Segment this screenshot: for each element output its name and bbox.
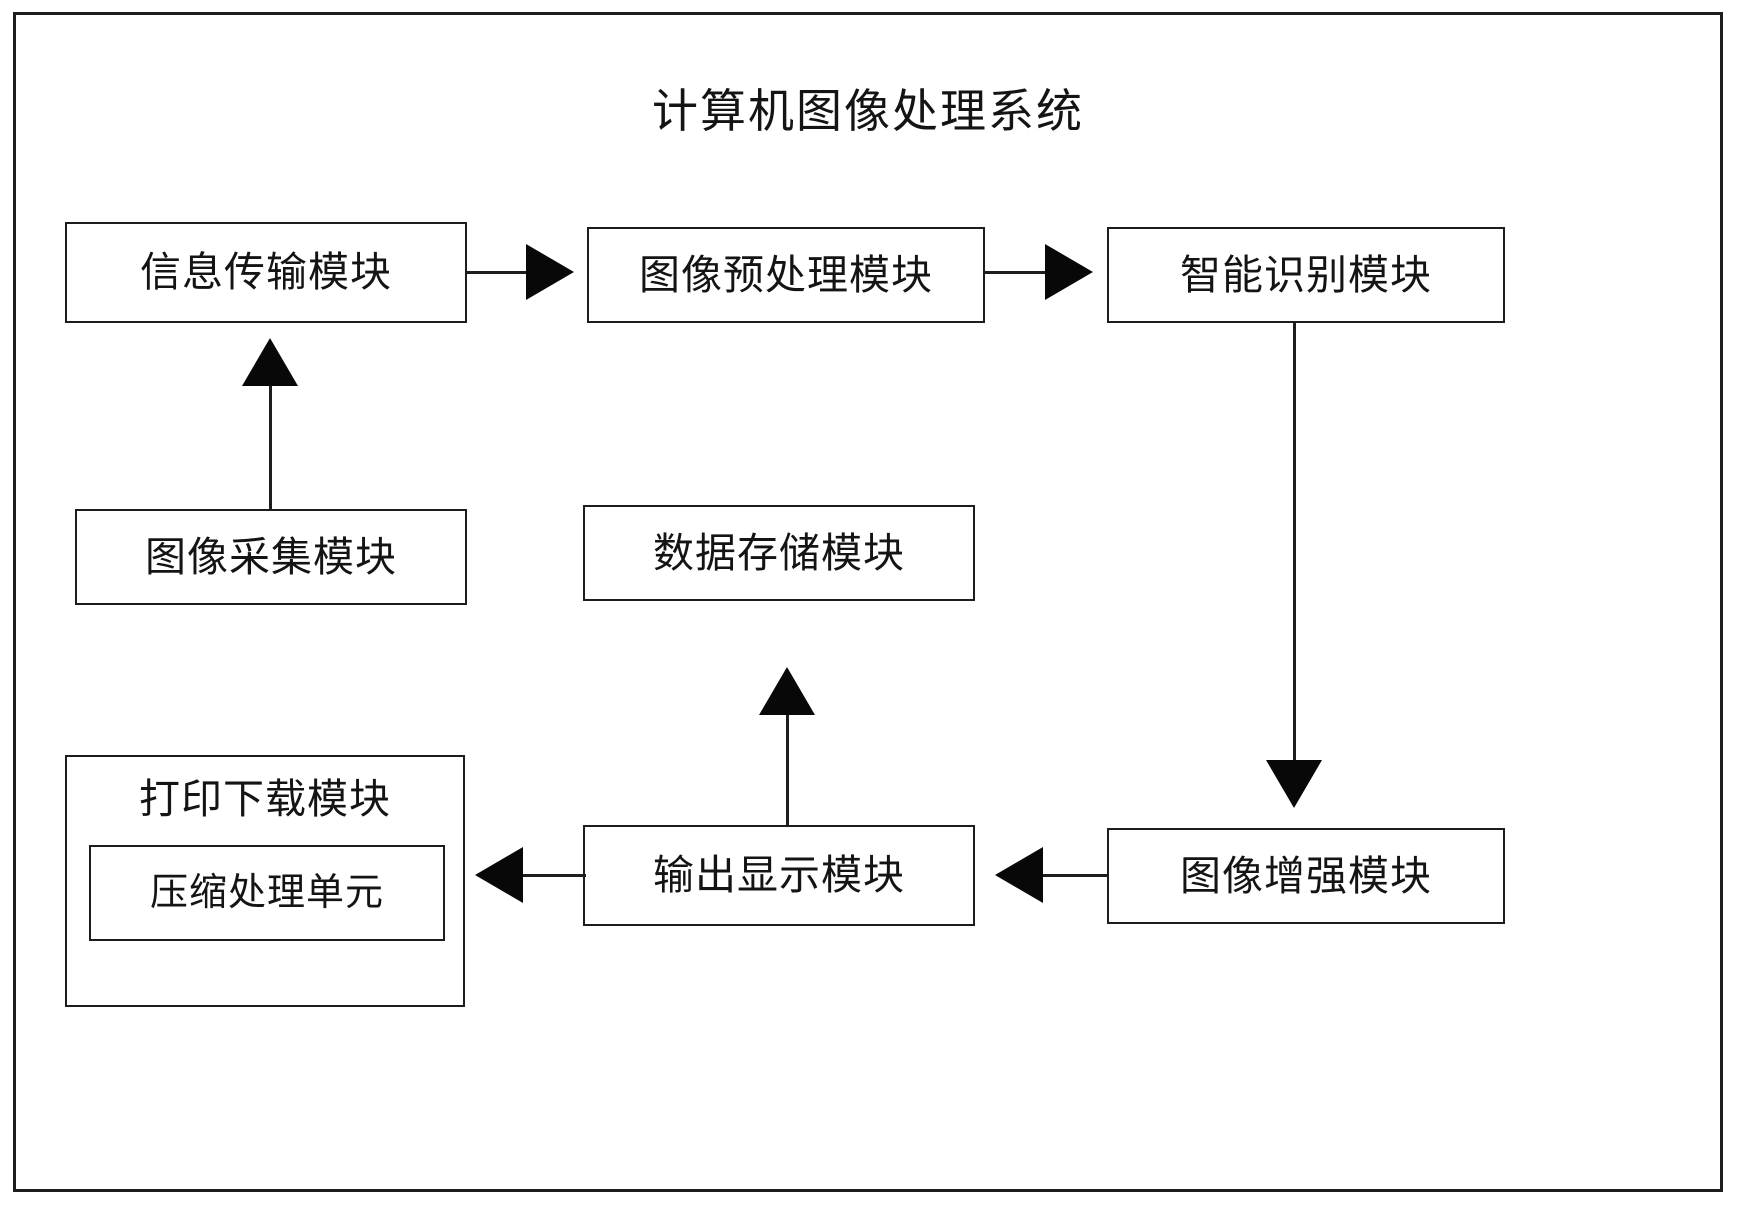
page-title: 计算机图像处理系统 bbox=[652, 86, 1084, 137]
node-image-capture-label: 图像采集模块 bbox=[145, 533, 397, 580]
node-image-preprocess[interactable]: 图像预处理模块 bbox=[587, 227, 985, 323]
edge-line-preprocess-to-recognition bbox=[985, 271, 1048, 274]
arrow-left-icon-enhancement-to-output bbox=[995, 847, 1043, 903]
arrow-right-icon-preprocess-to-recognition bbox=[1045, 244, 1093, 300]
node-compression-unit-label: 压缩处理单元 bbox=[149, 872, 384, 914]
arrow-right-icon-info-to-preprocess bbox=[526, 244, 574, 300]
edge-line-output-to-print bbox=[523, 874, 586, 877]
node-print-download[interactable]: 打印下载模块 压缩处理单元 bbox=[65, 755, 465, 1007]
node-info-transmission-label: 信息传输模块 bbox=[140, 249, 392, 295]
node-print-download-label: 打印下载模块 bbox=[139, 776, 391, 822]
arrow-left-icon-output-to-print bbox=[475, 847, 523, 903]
edge-line-output-to-storage bbox=[786, 715, 789, 835]
node-image-capture[interactable]: 图像采集模块 bbox=[75, 509, 467, 605]
arrow-up-icon-capture-to-info bbox=[242, 338, 298, 386]
node-image-preprocess-label: 图像预处理模块 bbox=[639, 251, 933, 298]
node-image-enhancement-label: 图像增强模块 bbox=[1180, 852, 1432, 899]
node-output-display-label: 输出显示模块 bbox=[653, 852, 905, 898]
edge-line-info-to-preprocess bbox=[467, 271, 530, 274]
node-info-transmission[interactable]: 信息传输模块 bbox=[65, 222, 467, 323]
diagram-outer-frame: 计算机图像处理系统 信息传输模块 图像预处理模块 智能识别模块 图像采集模块 数… bbox=[13, 12, 1723, 1192]
node-compression-unit[interactable]: 压缩处理单元 bbox=[89, 845, 445, 941]
node-data-storage-label: 数据存储模块 bbox=[653, 529, 905, 576]
edge-line-capture-to-info bbox=[269, 385, 272, 510]
edge-line-enhancement-to-output bbox=[1043, 874, 1108, 877]
node-data-storage[interactable]: 数据存储模块 bbox=[583, 505, 975, 601]
arrow-up-icon-output-to-storage bbox=[759, 667, 815, 715]
edge-line-recognition-to-enhancement bbox=[1293, 323, 1296, 761]
node-intelligent-recognition[interactable]: 智能识别模块 bbox=[1107, 227, 1505, 323]
node-image-enhancement[interactable]: 图像增强模块 bbox=[1107, 828, 1505, 924]
node-output-display[interactable]: 输出显示模块 bbox=[583, 825, 975, 926]
node-intelligent-recognition-label: 智能识别模块 bbox=[1180, 251, 1432, 298]
arrow-down-icon-recognition-to-enhancement bbox=[1266, 760, 1322, 808]
